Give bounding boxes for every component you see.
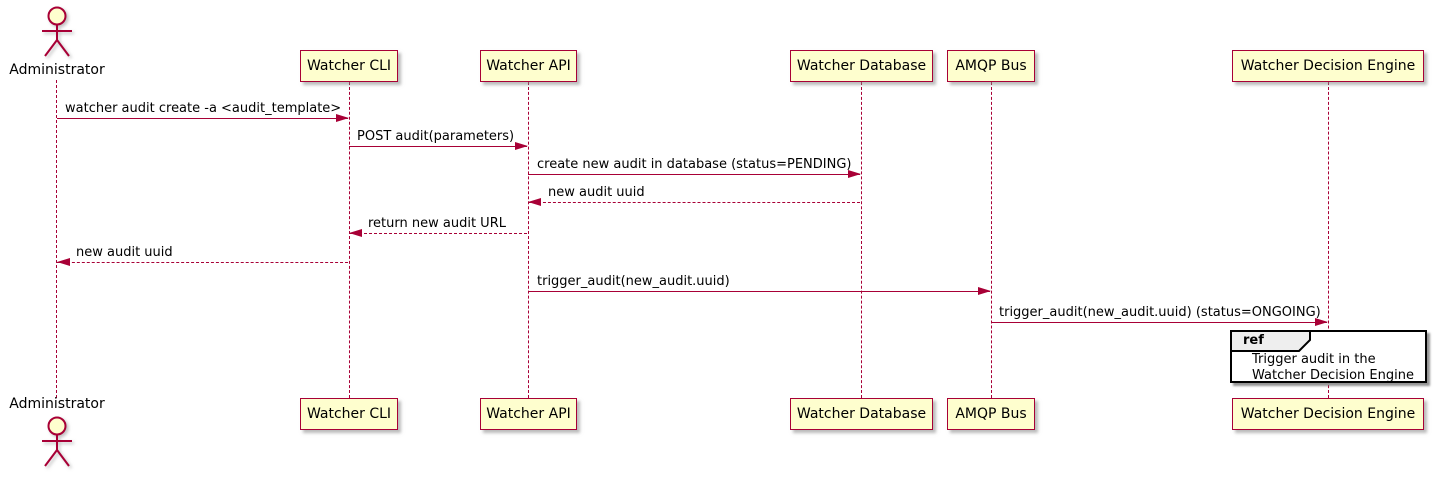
- arrowhead-left-icon: [349, 229, 362, 237]
- participant-label: Watcher CLI: [306, 58, 392, 74]
- message-4-label: new audit uuid: [548, 185, 645, 200]
- actor-administrator-top-icon: [39, 5, 75, 61]
- participant-label: Watcher CLI: [306, 406, 392, 422]
- message-4-arrow: [528, 198, 861, 207]
- participant-label: Watcher Decision Engine: [1240, 406, 1416, 422]
- lifeline-watcher-api: [528, 82, 529, 398]
- ref-text-line2: Watcher Decision Engine: [1252, 368, 1414, 383]
- participant-watcher-database-top: Watcher Database: [790, 50, 933, 82]
- participant-watcher-decision-engine-top: Watcher Decision Engine: [1232, 50, 1424, 82]
- ref-text-line1: Trigger audit in the: [1252, 352, 1376, 367]
- message-8-arrow: [991, 318, 1328, 327]
- message-6-label: new audit uuid: [76, 245, 173, 260]
- message-8-label: trigger_audit(new_audit.uuid) (status=ON…: [999, 305, 1321, 320]
- arrowhead-left-icon: [57, 258, 70, 266]
- message-6-arrow: [57, 258, 349, 267]
- actor-administrator-bottom-label: Administrator: [9, 396, 105, 412]
- arrowhead-right-icon: [1315, 318, 1328, 326]
- participant-label: Watcher Database: [796, 58, 927, 74]
- ref-keyword: ref: [1243, 333, 1264, 348]
- message-3-arrow: [528, 170, 861, 179]
- message-2-label: POST audit(parameters): [357, 129, 515, 144]
- message-7-label: trigger_audit(new_audit.uuid): [537, 274, 730, 289]
- message-7-arrow: [528, 287, 991, 296]
- participant-watcher-cli-bottom: Watcher CLI: [300, 398, 398, 430]
- participant-label: Watcher API: [486, 406, 571, 422]
- message-3-label: create new audit in database (status=PEN…: [537, 157, 852, 172]
- participant-label: Watcher API: [486, 58, 571, 74]
- participant-watcher-cli-top: Watcher CLI: [300, 50, 398, 82]
- ref-header-pentagon-icon: [1230, 330, 1311, 352]
- participant-watcher-api-bottom: Watcher API: [480, 398, 577, 430]
- arrowhead-right-icon: [336, 114, 349, 122]
- arrowhead-left-icon: [528, 198, 541, 206]
- message-5-arrow: [349, 229, 528, 238]
- lifeline-watcher-database: [861, 82, 862, 398]
- participant-label: Watcher Database: [796, 406, 927, 422]
- arrowhead-right-icon: [515, 142, 528, 150]
- ref-fragment: ref Trigger audit in the Watcher Decisio…: [1230, 330, 1427, 383]
- lifeline-watcher-cli: [349, 82, 350, 398]
- participant-watcher-decision-engine-bottom: Watcher Decision Engine: [1232, 398, 1424, 430]
- participant-label: AMQP Bus: [955, 406, 1027, 422]
- lifeline-amqp-bus: [991, 82, 992, 398]
- lifeline-watcher-decision-engine: [1328, 82, 1329, 398]
- participant-watcher-api-top: Watcher API: [480, 50, 577, 82]
- message-1-label: watcher audit create -a <audit_template>: [65, 101, 342, 116]
- participant-watcher-database-bottom: Watcher Database: [790, 398, 933, 430]
- arrowhead-right-icon: [978, 287, 991, 295]
- message-5-label: return new audit URL: [368, 216, 506, 231]
- actor-administrator-bottom-icon: [39, 413, 75, 469]
- participant-amqp-bus-bottom: AMQP Bus: [947, 398, 1035, 430]
- participant-amqp-bus-top: AMQP Bus: [947, 50, 1035, 82]
- arrowhead-right-icon: [848, 170, 861, 178]
- participant-label: AMQP Bus: [955, 58, 1027, 74]
- message-1-arrow: [57, 114, 349, 123]
- actor-administrator-top-label: Administrator: [9, 62, 105, 78]
- message-2-arrow: [349, 142, 528, 151]
- participant-label: Watcher Decision Engine: [1240, 58, 1416, 74]
- lifeline-administrator: [56, 80, 57, 398]
